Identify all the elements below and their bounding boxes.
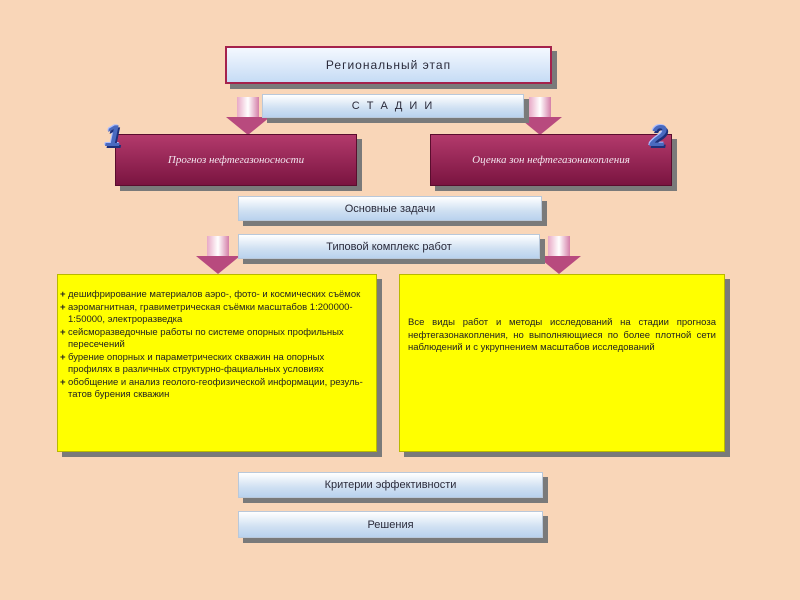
arrow-down-icon <box>537 236 581 276</box>
decisions-box: Решения <box>238 511 543 538</box>
stage-2-label: Оценка зон нефтегазонакопления <box>472 154 630 166</box>
stage-1-box: Прогноз нефтегазоносности <box>115 134 357 186</box>
typical-works-label: Типовой комплекс работ <box>326 240 452 253</box>
main-tasks-box: Основные задачи <box>238 196 542 221</box>
arrow-down-icon <box>226 97 270 137</box>
list-item: дешифрирование материалов аэро-, фото- и… <box>60 289 370 302</box>
decisions-label: Решения <box>367 518 414 531</box>
criteria-label: Критерии эффективности <box>324 479 457 491</box>
page-title-text: Региональный этап <box>325 58 452 72</box>
list-item: бурение опорных и параметрических скважи… <box>60 352 370 377</box>
stage-1-label: Прогноз нефтегазоносности <box>167 154 305 166</box>
list-item: аэромагнитная, гравиметрическая съёмки м… <box>60 302 370 327</box>
stages-label: С Т А Д И И <box>351 100 435 112</box>
main-tasks-label: Основные задачи <box>344 202 436 215</box>
arrow-down-icon <box>196 236 240 276</box>
stages-bar: С Т А Д И И <box>262 94 524 118</box>
list-item: обобщение и анализ геолого-геофизической… <box>60 377 370 402</box>
works-description-stage-2: Все виды работ и методы исследований на … <box>399 274 725 452</box>
criteria-box: Критерии эффективности <box>238 472 543 498</box>
arrow-down-icon <box>518 97 562 137</box>
page-title: Региональный этап <box>225 46 552 84</box>
works-list: дешифрирование материалов аэро-, фото- и… <box>60 289 370 402</box>
stage-2-box: Оценка зон нефтегазонакопления <box>430 134 672 186</box>
list-item: сейсморазведочные работы по системе опор… <box>60 327 370 352</box>
works-description: Все виды работ и методы исследований на … <box>408 317 716 353</box>
typical-works-box: Типовой комплекс работ <box>238 234 540 259</box>
works-list-stage-1: дешифрирование материалов аэро-, фото- и… <box>57 274 377 452</box>
